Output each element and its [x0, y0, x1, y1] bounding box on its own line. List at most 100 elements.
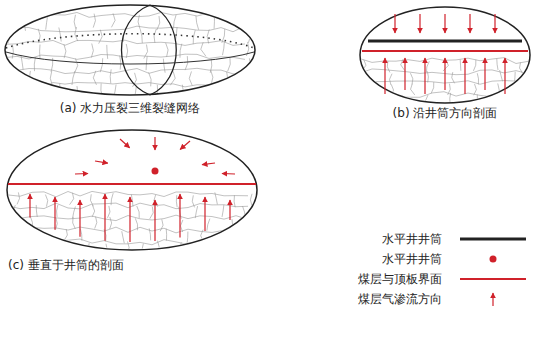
fracture-line	[68, 243, 72, 255]
fracture-line	[134, 86, 137, 100]
meridian-front	[122, 5, 151, 95]
fracture-line	[166, 43, 168, 57]
fracture-line	[196, 16, 199, 30]
fracture-line	[70, 193, 74, 205]
fracture-line	[12, 71, 14, 85]
fracture-line	[154, 29, 156, 43]
fracture-line	[150, 207, 154, 219]
fracture-line	[494, 94, 496, 105]
subfigure-caption: (a) 水力压裂三维裂缝网络	[60, 101, 201, 115]
legend-label: 煤层与顶板界面	[312, 272, 442, 286]
seepage-arrow	[444, 14, 445, 33]
fracture-line	[427, 71, 428, 82]
section-along-wellbore	[360, 7, 530, 103]
fracture-line	[105, 244, 107, 256]
fracture-line	[15, 85, 18, 99]
fracture-line	[36, 205, 37, 217]
meridian-back	[150, 5, 176, 95]
seepage-arrow	[202, 163, 215, 165]
seepage-arrow	[29, 194, 30, 218]
fracture-line	[198, 87, 201, 101]
fracture-line	[3, 17, 8, 31]
fracture-line	[500, 70, 503, 81]
legend-label: 水平井井筒	[312, 232, 442, 246]
fracture-line	[100, 58, 102, 72]
fracture-line	[106, 45, 108, 59]
fracture-line	[201, 42, 206, 56]
fracture-line	[95, 217, 97, 229]
fracture-line	[75, 59, 78, 73]
subfigure-caption: (c) 垂直于井筒的剖面	[8, 258, 124, 272]
legend-sample	[458, 291, 528, 307]
equator-dotted	[6, 34, 254, 48]
fracture-line	[146, 56, 147, 70]
fracture-line	[460, 60, 462, 71]
fracture-line	[163, 59, 165, 73]
fracture-line	[387, 94, 388, 105]
seepage-arrow	[419, 14, 420, 33]
fracture-ellipsoid	[5, 5, 255, 95]
fracture-line	[391, 84, 394, 95]
fracture-line	[111, 13, 115, 27]
fracture-line	[75, 86, 78, 100]
fracture-line	[497, 59, 498, 70]
fracture-line	[46, 16, 48, 30]
fracture-line	[226, 232, 230, 244]
fracture-line	[443, 60, 448, 71]
fracture-line	[193, 30, 195, 44]
fracture-line	[364, 71, 365, 82]
seepage-arrow	[120, 139, 130, 148]
fracture-line	[250, 194, 252, 206]
fracture-line	[222, 29, 225, 43]
seepage-arrow	[179, 194, 180, 238]
fracture-line	[127, 241, 129, 253]
seepage-arrow	[424, 58, 425, 94]
fracture-line	[157, 241, 159, 253]
fracture-line	[234, 195, 235, 207]
seepage-arrow	[464, 58, 465, 94]
coal-roof-interface	[8, 183, 256, 185]
fracture-line	[222, 41, 224, 55]
seepage-arrow	[222, 173, 235, 175]
seepage-arrow	[54, 197, 55, 230]
fracture-line	[180, 44, 182, 58]
fracture-line	[113, 85, 116, 99]
seepage-arrow	[444, 58, 445, 90]
seepage-arrow	[394, 14, 395, 33]
fracture-line	[239, 15, 240, 29]
fracture-line	[189, 71, 192, 85]
fracture-line	[232, 240, 234, 252]
fracture-line	[92, 205, 95, 217]
fracture-line	[34, 57, 35, 71]
fracture-line	[5, 40, 245, 45]
seepage-arrow	[129, 197, 130, 242]
fracture-line	[526, 93, 529, 104]
fracture-line	[222, 205, 224, 217]
legend-label: 煤层气渗流方向	[312, 292, 442, 306]
legend-sample	[458, 231, 528, 247]
fracture-line	[75, 27, 78, 41]
fracture-line	[29, 71, 31, 85]
seepage-arrow	[484, 58, 485, 90]
fracture-line	[474, 84, 477, 95]
seepage-arrow	[104, 194, 105, 241]
fracture-line	[215, 192, 218, 204]
fracture-line	[187, 232, 189, 244]
fracture-line	[37, 244, 38, 256]
fracture-line	[17, 232, 20, 244]
fracture-line	[108, 206, 110, 218]
seepage-arrow	[95, 161, 108, 163]
fracture-line	[57, 205, 58, 217]
fracture-line	[390, 74, 392, 85]
fracture-line	[24, 17, 26, 31]
fracture-line	[18, 241, 19, 253]
seepage-arrow	[404, 58, 405, 90]
fracture-line	[17, 192, 20, 204]
horizontal-wellbore	[368, 40, 522, 43]
fracture-line	[110, 217, 112, 229]
fracture-line	[362, 93, 364, 104]
fracture-line	[64, 44, 66, 58]
fracture-line	[249, 241, 251, 253]
fracture-line	[214, 84, 217, 98]
